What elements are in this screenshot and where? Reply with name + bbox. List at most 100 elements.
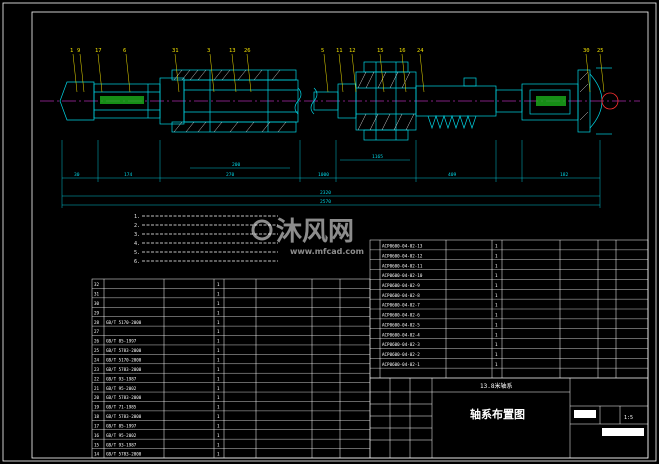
bom-left-no: 22 xyxy=(94,376,100,381)
callout-number: 11 xyxy=(336,48,343,54)
bom-right-qty: 1 xyxy=(495,352,498,357)
callout-leaders xyxy=(72,53,605,93)
watermark-url: www.mfcad.com xyxy=(290,247,364,256)
bom-left-no: 26 xyxy=(94,339,100,344)
bom-right-code: ACP0600-04-02-9 xyxy=(382,283,420,288)
callout-leader xyxy=(351,53,357,93)
bom-right-qty: 1 xyxy=(495,332,498,337)
bom-right-code: ACP0600-04-02-12 xyxy=(382,253,423,258)
dimension-text: 1000 xyxy=(318,172,329,178)
callout-leader xyxy=(174,53,180,93)
bom-left-qty: 1 xyxy=(217,282,220,287)
bom-right-qty: 1 xyxy=(495,273,498,278)
break-mark-left xyxy=(294,87,302,115)
shaft-assembly xyxy=(59,61,612,141)
bom-right-qty: 1 xyxy=(495,322,498,327)
bom-right-code: ACP0600-04-02-11 xyxy=(382,263,423,268)
bom-left-no: 32 xyxy=(94,282,100,287)
bom-left-qty: 1 xyxy=(217,423,220,428)
bom-left-code: GB/T 71-1985 xyxy=(106,405,137,410)
callout-leader xyxy=(246,53,252,93)
bom-left-code: GB/T 93-1987 xyxy=(106,376,137,381)
bom-left-no: 27 xyxy=(94,329,100,334)
callout-number: 3 xyxy=(207,48,210,54)
bom-left-qty: 1 xyxy=(217,329,220,334)
project-name: 13.8米轴系 xyxy=(480,382,512,390)
title-block-filled-cell-2 xyxy=(602,428,644,436)
bom-left-qty: 1 xyxy=(217,357,220,362)
callout-number: 1 xyxy=(70,48,73,54)
bom-left-qty: 1 xyxy=(217,386,220,391)
bom-left-code: GB/T 5783-2000 xyxy=(106,452,142,457)
bom-right-qty: 1 xyxy=(495,263,498,268)
title-block-filled-cell xyxy=(574,410,596,418)
bom-left-qty: 1 xyxy=(217,348,220,353)
bom-left-no: 21 xyxy=(94,386,100,391)
bom-left-code: GB/T 5783-2000 xyxy=(106,367,142,372)
dimension-text: 2320 xyxy=(320,190,331,196)
bom-right-code: ACP0600-04-02-10 xyxy=(382,273,423,278)
tech-note-line: 6. xyxy=(134,259,140,265)
callout-leader xyxy=(323,53,329,93)
callout-leader xyxy=(338,53,344,93)
bom-left-no: 16 xyxy=(94,433,100,438)
callout-number: 9 xyxy=(77,48,80,54)
bom-right-code: ACP0600-04-02-6 xyxy=(382,313,420,318)
bom-left-no: 29 xyxy=(94,310,100,315)
bom-right-qty: 1 xyxy=(495,244,498,249)
bom-right-code: ACP0600-04-02-1 xyxy=(382,362,420,367)
bom-right-code: ACP0600-04-02-8 xyxy=(382,293,420,298)
bom-left-qty: 1 xyxy=(217,320,220,325)
bom-left-code: GB/T 93-1987 xyxy=(106,442,137,447)
bom-left-no: 24 xyxy=(94,357,100,362)
housing-bottom-flange xyxy=(171,121,297,133)
dimension-text: 409 xyxy=(448,172,457,178)
bom-left-code: GB/T 5170-2000 xyxy=(106,357,142,362)
callout-number: 5 xyxy=(321,48,324,54)
bom-left-qty: 1 xyxy=(217,339,220,344)
propeller-hub-flange xyxy=(577,69,591,133)
bom-left-code: GB/T 5783-2000 xyxy=(106,414,142,419)
bom-right-code: ACP0600-04-02-4 xyxy=(382,332,420,337)
section-hatching xyxy=(173,69,589,133)
callout-leader xyxy=(419,53,425,93)
callout-number: 24 xyxy=(417,48,424,54)
housing-top-flange xyxy=(171,69,297,81)
bom-left-qty: 1 xyxy=(217,395,220,400)
callout-leader xyxy=(125,53,131,93)
bom-right-code: ACP0600-04-02-7 xyxy=(382,303,420,308)
bom-left-code: GB/T 5170-2000 xyxy=(106,320,142,325)
left-keyway xyxy=(100,96,144,104)
callout-leader xyxy=(209,53,215,93)
callout-leader xyxy=(585,53,591,93)
bom-left-no: 20 xyxy=(94,395,100,400)
bom-left-no: 18 xyxy=(94,414,100,419)
bom-left-qty: 1 xyxy=(217,433,220,438)
bom-left-code: GB/T 5783-2000 xyxy=(106,395,142,400)
bom-left-no: 19 xyxy=(94,405,100,410)
dimension-text: 200 xyxy=(232,162,241,168)
hub-nut xyxy=(601,92,619,110)
dimension-text: 1165 xyxy=(372,154,383,160)
bom-left-code: GB/T 85-1997 xyxy=(106,339,137,344)
left-cone-end xyxy=(59,81,95,121)
right-keyway xyxy=(536,96,566,106)
callout-number: 15 xyxy=(377,48,384,54)
bom-left-qty: 1 xyxy=(217,442,220,447)
callout-number: 12 xyxy=(349,48,356,54)
bom-left-no: 28 xyxy=(94,320,100,325)
callout-number: 13 xyxy=(229,48,236,54)
bom-right-qty: 1 xyxy=(495,253,498,258)
callout-leader xyxy=(72,53,78,93)
callout-leader xyxy=(231,53,237,93)
callout-leader xyxy=(599,53,605,93)
drawing-title: 轴系布置图 xyxy=(470,407,525,421)
bom-left-qty: 1 xyxy=(217,292,220,297)
dimension-text: 174 xyxy=(124,172,133,178)
